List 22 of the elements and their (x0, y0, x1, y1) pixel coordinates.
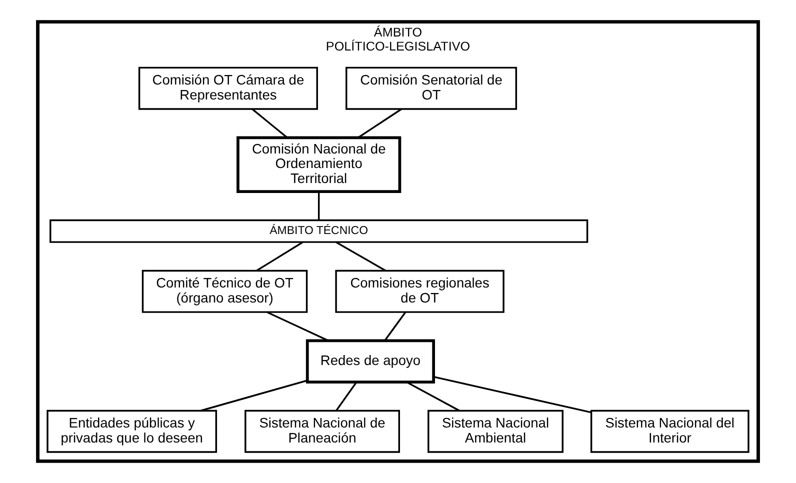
node-box: Sistema Nacional Ambiental (428, 410, 564, 453)
node-box: ÁMBITO TÉCNICO (50, 219, 588, 243)
node-box: Sistema Nacional de Planeación (244, 410, 400, 453)
node-box: Redes de apoyo (306, 339, 435, 384)
connector (358, 108, 402, 138)
connector (406, 381, 460, 412)
node-box: Comisión Senatorial de OT (346, 66, 518, 110)
node-box: Comisión OT Cámara de Representantes (138, 66, 318, 110)
connector (384, 312, 406, 341)
node-box: Comisión Nacional de Ordenamiento Territorial (236, 136, 402, 194)
node-box: Entidades públicas y privadas que lo deseen (46, 410, 218, 453)
node-box: Comité Técnico de OT (órgano asesor) (142, 270, 308, 313)
node-box: Sistema Nacional del Interior (590, 410, 750, 453)
connector (252, 108, 288, 138)
connector (266, 311, 329, 342)
node-box: Comisiones regionales de OT (335, 270, 504, 313)
connector (336, 241, 386, 272)
connector (318, 192, 320, 220)
connector (336, 382, 358, 411)
connector (200, 380, 308, 412)
connector (433, 376, 592, 414)
connector (256, 241, 304, 272)
